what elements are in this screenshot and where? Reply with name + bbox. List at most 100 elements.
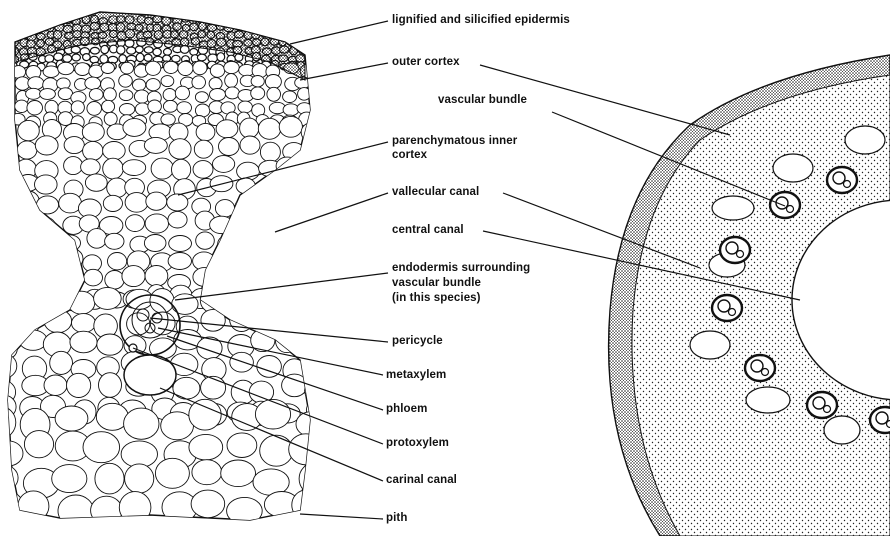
- tissue-cell: [0, 75, 10, 87]
- tissue-cell: [1, 24, 9, 32]
- tissue-cell: [299, 271, 321, 289]
- tissue-cell: [281, 252, 300, 272]
- tissue-cell: [151, 158, 173, 179]
- tissue-cell: [1, 17, 9, 24]
- tissue-cell: [146, 192, 167, 210]
- label-endodermis-line1: endodermis surrounding: [392, 262, 530, 275]
- label-metaxylem: metaxylem: [386, 369, 446, 382]
- tissue-cell: [81, 159, 101, 175]
- tissue-cell: [87, 102, 102, 116]
- tissue-cell: [18, 26, 26, 33]
- tissue-cell: [201, 309, 225, 331]
- tissue-cell: [99, 373, 122, 398]
- tissue-cell: [19, 16, 27, 24]
- tissue-cell: [72, 314, 96, 333]
- tissue-cell: [298, 31, 306, 39]
- label-vascular-bundle: vascular bundle: [438, 94, 527, 107]
- tissue-cell: [85, 174, 107, 191]
- tissue-cell: [175, 86, 189, 100]
- tissue-cell: [193, 61, 207, 75]
- tissue-cell: [201, 376, 226, 399]
- tissue-cell: [83, 141, 103, 160]
- vallecular-canal: [690, 331, 730, 359]
- vascular-bundle: [827, 167, 857, 193]
- tissue-cell: [13, 232, 37, 249]
- tissue-cell: [144, 47, 153, 53]
- tissue-cell: [0, 103, 13, 115]
- tissue-cell: [0, 141, 12, 157]
- tissue-cell: [213, 275, 237, 291]
- tissue-cell: [125, 193, 148, 213]
- tissue-cell: [0, 113, 13, 125]
- tissue-cell: [290, 24, 299, 32]
- tissue-cell: [260, 435, 293, 466]
- tissue-cell: [35, 136, 58, 155]
- tissue-cell: [178, 61, 193, 75]
- tissue-cell: [19, 211, 40, 230]
- tissue-cell: [219, 138, 240, 156]
- tissue-cell: [144, 54, 152, 61]
- tissue-cell: [17, 191, 39, 212]
- tissue-cell: [251, 87, 265, 100]
- tissue-cell: [230, 352, 254, 372]
- label-outer-cortex: outer cortex: [392, 56, 460, 69]
- tissue-cell: [303, 212, 322, 233]
- tissue-cell: [119, 492, 151, 524]
- tissue-cell: [263, 24, 271, 31]
- left-tissue-section: [0, 12, 330, 527]
- tissue-cell: [224, 61, 239, 73]
- vallecular-canal: [746, 387, 790, 413]
- tissue-cell: [95, 463, 124, 494]
- tissue-cell: [301, 353, 327, 375]
- tissue-cell: [306, 56, 314, 64]
- tissue-cell: [57, 78, 71, 89]
- tissue-cell: [252, 290, 278, 309]
- tissue-cell: [126, 215, 145, 232]
- tissue-cell: [281, 293, 304, 310]
- tissue-cell: [70, 331, 97, 353]
- tissue-cell: [189, 434, 223, 460]
- tissue-cell: [194, 140, 213, 158]
- tissue-cell: [107, 178, 128, 197]
- tissue-cell: [255, 214, 276, 232]
- tissue-cell: [122, 160, 145, 176]
- label-phloem: phloem: [386, 403, 428, 416]
- tissue-cell: [89, 89, 103, 101]
- vallecular-canal: [824, 416, 860, 444]
- label-endodermis-line3: (in this species): [392, 292, 481, 305]
- tissue-cell: [82, 123, 104, 142]
- tissue-cell: [127, 47, 136, 54]
- tissue-cell: [64, 157, 83, 175]
- tissue-cell: [304, 197, 327, 217]
- tissue-cell: [39, 286, 58, 304]
- tissue-cell: [298, 15, 306, 22]
- tissue-cell: [240, 270, 261, 286]
- tissue-cell: [146, 79, 160, 91]
- tissue-cell: [0, 267, 16, 285]
- tissue-cell: [200, 288, 222, 312]
- tissue-cell: [240, 136, 260, 154]
- tissue-cell: [283, 194, 305, 214]
- tissue-cell: [225, 74, 238, 88]
- tissue-cell: [108, 253, 127, 270]
- label-inner-cortex-line2: cortex: [392, 149, 427, 162]
- tissue-cell: [192, 76, 206, 89]
- label-protoxylem: protoxylem: [386, 437, 449, 450]
- tissue-cell: [267, 87, 281, 101]
- tissue-cell: [44, 375, 67, 395]
- tissue-cell: [265, 75, 281, 89]
- tissue-cell: [195, 92, 208, 103]
- tissue-cell: [227, 433, 257, 458]
- tissue-cell: [302, 231, 324, 248]
- tissue-cell: [209, 78, 222, 90]
- tissue-cell: [279, 116, 302, 137]
- tissue-cell: [103, 195, 122, 211]
- tissue-cell: [208, 15, 216, 24]
- tissue-cell: [94, 287, 122, 309]
- tissue-cell: [55, 406, 88, 431]
- tissue-cell: [229, 293, 252, 315]
- label-epidermis: lignified and silicified epidermis: [392, 14, 570, 27]
- tissue-cell: [119, 104, 134, 116]
- tissue-cell: [259, 196, 278, 215]
